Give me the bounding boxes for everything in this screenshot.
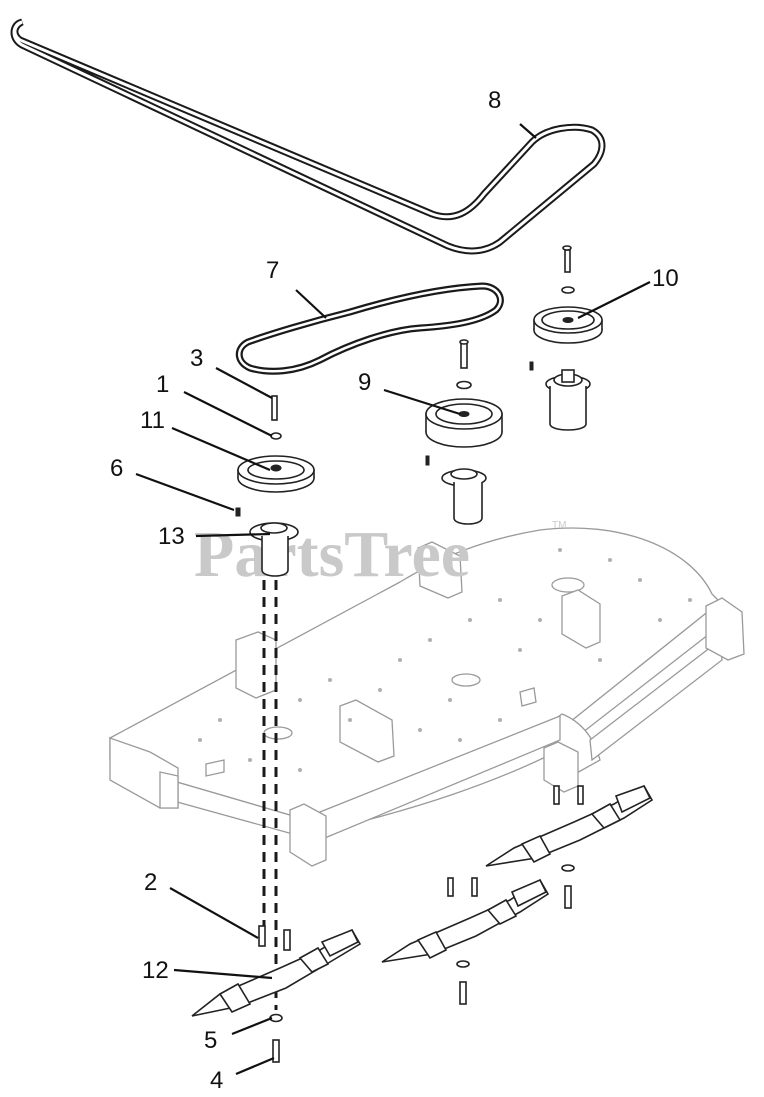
pulley-10-assembly[interactable]: [529, 245, 603, 431]
callout-10: 10: [652, 265, 679, 292]
callout-6: 6: [110, 455, 123, 482]
callout-13: 13: [158, 523, 185, 550]
pulley-9-assembly[interactable]: [425, 339, 503, 525]
mower-deck: [108, 527, 745, 867]
callout-5: 5: [204, 1027, 217, 1054]
left-spindle-stack[interactable]: [235, 395, 315, 577]
callouts: 8 7 10 3 1 9 11 6 13 2 12 5 4: [110, 87, 679, 1094]
belt-7[interactable]: [235, 282, 504, 375]
watermark-text: PartsTree: [194, 518, 470, 591]
belt-8[interactable]: [10, 18, 606, 255]
callout-12: 12: [142, 957, 169, 984]
callout-2: 2: [144, 869, 157, 896]
callout-9: 9: [358, 369, 371, 396]
callout-8: 8: [488, 87, 501, 114]
assembly-lines: [262, 580, 278, 1010]
callout-3: 3: [190, 345, 203, 372]
blade-left[interactable]: [191, 928, 362, 1017]
watermark: PartsTree TM: [194, 518, 566, 591]
callout-1: 1: [156, 371, 169, 398]
blade-middle[interactable]: [381, 878, 550, 963]
callout-11: 11: [140, 407, 165, 434]
leader-lines: [135, 123, 651, 1076]
blade-right[interactable]: [485, 784, 654, 867]
watermark-tm: TM: [552, 520, 566, 531]
callout-7: 7: [266, 257, 279, 284]
callout-4: 4: [210, 1067, 223, 1094]
hardware: [258, 785, 584, 1063]
